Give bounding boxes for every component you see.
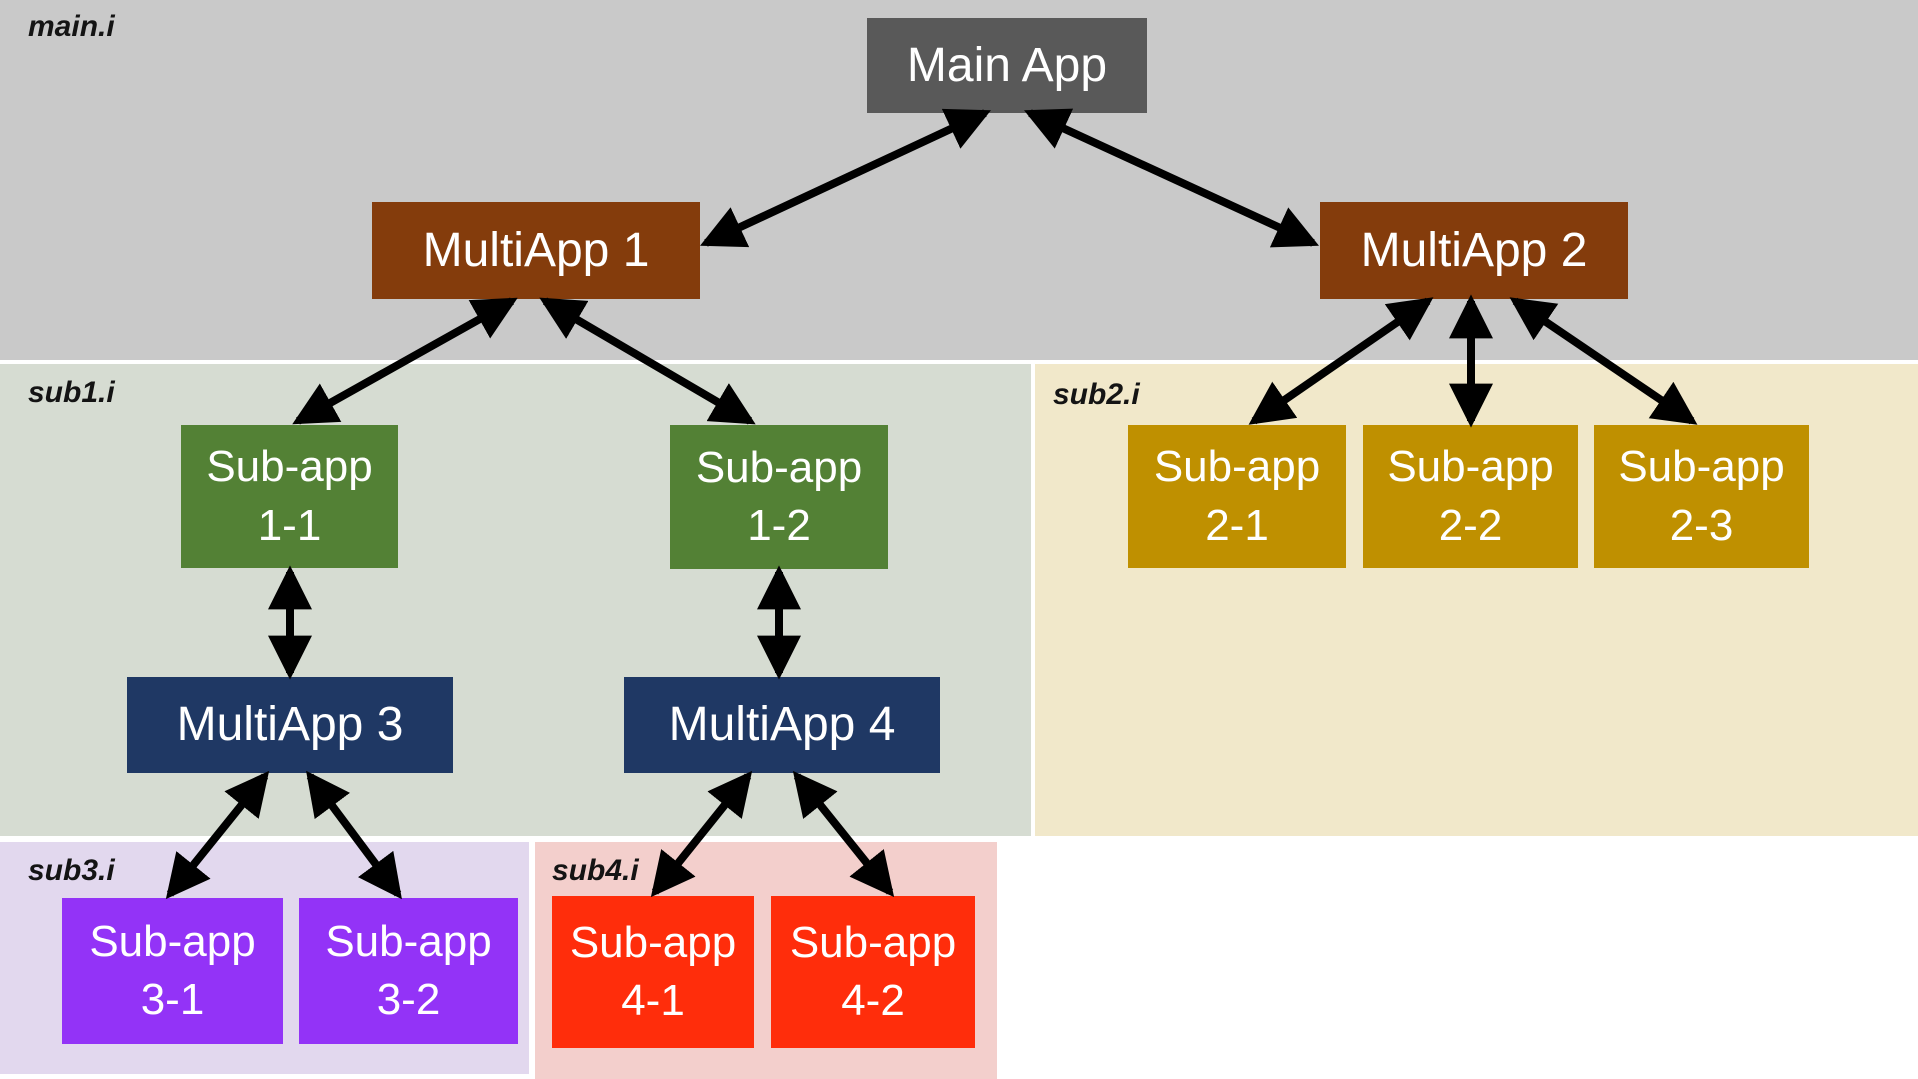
- node-sub-app-4-1: Sub-app 4-1: [552, 896, 754, 1048]
- region-label-sub1-i: sub1.i: [28, 376, 115, 409]
- node-sub-app-2-2-line2: 2-2: [1438, 500, 1503, 550]
- node-multiapp-2-label: MultiApp 2: [1360, 223, 1588, 277]
- node-sub-app-4-1-line2: 4-1: [621, 976, 685, 1025]
- node-sub-app-2-2-line1: Sub-app: [1387, 442, 1554, 492]
- node-sub-app-3-2-line1: Sub-app: [325, 916, 492, 966]
- region-label-sub4-i: sub4.i: [552, 854, 639, 887]
- node-sub-app-3-1-line2: 3-1: [140, 975, 205, 1024]
- node-sub-app-3-1: Sub-app 3-1: [62, 898, 283, 1044]
- node-sub-app-1-1-line2: 1-1: [257, 500, 322, 550]
- node-sub-app-3-2: Sub-app 3-2: [299, 898, 518, 1044]
- node-sub-app-1-2: Sub-app 1-2: [670, 425, 888, 569]
- node-sub-app-4-2-line2: 4-2: [841, 976, 905, 1025]
- region-label-sub3-i: sub3.i: [28, 854, 115, 887]
- region-label-sub2-i: sub2.i: [1053, 378, 1140, 411]
- node-multiapp-4: MultiApp 4: [624, 677, 940, 773]
- node-sub-app-3-2-line2: 3-2: [376, 975, 441, 1024]
- node-sub-app-2-1-line2: 2-1: [1205, 500, 1269, 550]
- node-main-app: Main App: [867, 18, 1147, 113]
- node-multiapp-1-label: MultiApp 1: [422, 223, 650, 277]
- node-sub-app-1-2-line2: 1-2: [747, 501, 811, 550]
- region-label-main-i: main.i: [28, 10, 115, 43]
- node-sub-app-2-2: Sub-app 2-2: [1363, 425, 1578, 568]
- node-multiapp-4-label: MultiApp 4: [668, 698, 896, 752]
- node-multiapp-3: MultiApp 3: [127, 677, 453, 773]
- node-sub-app-4-2: Sub-app 4-2: [771, 896, 975, 1048]
- node-multiapp-1: MultiApp 1: [372, 202, 700, 299]
- node-sub-app-4-1-line1: Sub-app: [569, 917, 737, 967]
- node-sub-app-2-3: Sub-app 2-3: [1594, 425, 1809, 568]
- node-sub-app-1-2-line1: Sub-app: [695, 442, 863, 492]
- node-sub-app-1-1-line1: Sub-app: [206, 442, 373, 492]
- node-sub-app-3-1-line1: Sub-app: [89, 916, 256, 966]
- node-sub-app-2-1-line1: Sub-app: [1153, 442, 1321, 492]
- node-sub-app-2-3-line2: 2-3: [1669, 500, 1734, 550]
- node-multiapp-2: MultiApp 2: [1320, 202, 1628, 299]
- node-sub-app-1-1: Sub-app 1-1: [181, 425, 398, 568]
- node-sub-app-2-3-line1: Sub-app: [1618, 442, 1785, 492]
- node-multiapp-3-label: MultiApp 3: [176, 698, 404, 752]
- node-sub-app-4-2-line1: Sub-app: [789, 917, 957, 967]
- node-sub-app-2-1: Sub-app 2-1: [1128, 425, 1346, 568]
- node-main-app-label: Main App: [906, 38, 1108, 92]
